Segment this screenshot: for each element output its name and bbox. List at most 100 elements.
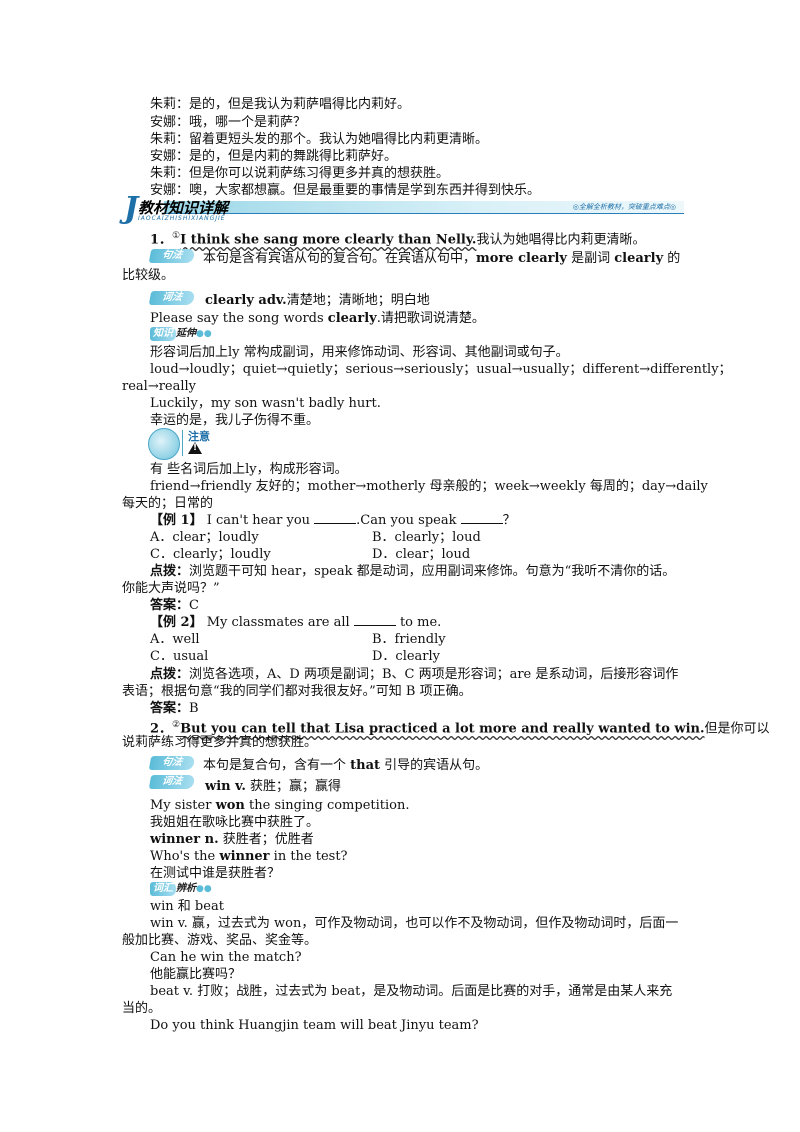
- example2-question: 【例 2】 My classmates are all to me.: [150, 614, 441, 631]
- extend-text: 幸运的是，我儿子伤得不重。: [150, 413, 320, 428]
- warning-icon: !: [188, 442, 202, 454]
- hint-cont: 你能大声说吗？”: [122, 581, 220, 596]
- word-tag-icon: 词法: [148, 291, 196, 305]
- syntax-text: 本句是复合句，含有一个 that 引导的宾语从句。: [203, 757, 488, 774]
- compare-example: Do you think Huangjin team will beat Jin…: [150, 1018, 479, 1033]
- extend-label: 延伸: [176, 328, 196, 339]
- item-mark: ①: [172, 231, 181, 241]
- example-label: 【例 2】: [150, 615, 203, 630]
- dots-icon: ●●: [196, 329, 212, 339]
- syntax-keyword: more clearly: [476, 251, 567, 266]
- syntax-part: 引导的宾语从句。: [380, 758, 489, 773]
- option: B．clearly；loud: [372, 530, 481, 545]
- syntax-tag-icon: 句法: [148, 249, 196, 263]
- word-example: Who's the winner in the test?: [150, 848, 348, 865]
- answer-blank: [460, 512, 503, 524]
- compare-text: beat v. 打败；战胜，过去式为 beat，是及物动词。后面是比赛的对手，通…: [150, 984, 673, 999]
- hint: 点拨：浏览题干可知 hear，speak 都是动词，应用副词来修饰。句意为“我听…: [150, 563, 675, 580]
- answer-value: C: [189, 598, 199, 613]
- item-number: 2．: [150, 721, 173, 737]
- option: A．clear；loudly: [150, 530, 259, 545]
- answer-blank: [353, 614, 396, 626]
- example-part: My sister: [150, 798, 216, 813]
- example1-question: 【例 1】 I can't hear you .Can you speak ？: [150, 512, 516, 529]
- option: A．well: [150, 632, 200, 647]
- syntax-part: 的: [663, 251, 681, 266]
- note-badge: 注意 !: [148, 428, 218, 460]
- header-underline: [164, 213, 684, 214]
- dialogue-line: 安娜：是的，但是内莉的舞跳得比莉萨好。: [150, 149, 398, 164]
- hint-text: 浏览各选项，A、D 两项是副词；B、C 两项是形容词；are 是系动词，后接形容…: [189, 667, 679, 682]
- answer-blank: [314, 512, 357, 524]
- example-keyword: won: [215, 798, 245, 813]
- compare-text: 当的。: [122, 1001, 162, 1016]
- section-letter: J: [124, 191, 139, 226]
- word-entry: winner n. 获胜者；优胜者: [150, 831, 314, 848]
- word-entry: clearly adv.清楚地；清晰地；明白地: [205, 292, 430, 309]
- answer: 答案：C: [150, 597, 199, 614]
- syntax-text-cont: 比较级。: [122, 268, 175, 283]
- example-part: in the test?: [269, 849, 348, 864]
- syntax-tag-icon: 句法: [148, 756, 196, 770]
- word-meaning: 获胜者；优胜者: [218, 832, 314, 847]
- dialogue-line: 朱莉：是的，但是我认为莉萨唱得比内莉好。: [150, 97, 411, 112]
- compare-text: win v. 赢，过去式为 won，可作及物动词，也可以作不及物动词，但作及物动…: [150, 916, 679, 931]
- example-keyword: winner: [219, 849, 270, 864]
- word-head: winner n.: [150, 832, 219, 847]
- question-part: .Can you speak: [356, 513, 461, 528]
- hint: 点拨：浏览各选项，A、D 两项是副词；B、C 两项是形容词；are 是系动词，后…: [150, 666, 678, 683]
- dialogue-line: 朱莉：留着更短头发的那个。我认为她唱得比内莉更清晰。: [150, 132, 489, 147]
- extend-text: loud→loudly；quiet→quietly；serious→seriou…: [150, 362, 732, 377]
- note-text: 有 些名词后加上ly，构成形容词。: [150, 462, 348, 477]
- word-example: Please say the song words clearly.请把歌词说清…: [150, 310, 485, 327]
- item1-heading: 1．①I think she sang more clearly than Ne…: [150, 228, 645, 248]
- example-part: .请把歌词说清楚。: [376, 311, 485, 326]
- question-part: I can't hear you: [202, 513, 315, 528]
- word-meaning: 清楚地；清晰地；明白地: [286, 293, 430, 308]
- word-head: win v.: [205, 779, 246, 794]
- option: C．clearly；loudly: [150, 547, 271, 562]
- compare-example: Can he win the match?: [150, 950, 302, 965]
- example-part: Who's the: [150, 849, 220, 864]
- syntax-text: 本句是含有宾语从句的复合句。在宾语从句中，more clearly 是副词 cl…: [203, 250, 680, 267]
- dots-icon: ●●: [196, 884, 212, 894]
- hint-text: 浏览题干可知 hear，speak 都是动词，应用副词来修饰。句意为“我听不清你…: [189, 564, 676, 579]
- analysis-label: 辨析: [176, 883, 196, 894]
- compare-text: 般加比赛、游戏、奖品、奖金等。: [122, 933, 318, 948]
- answer-value: B: [189, 701, 199, 716]
- note-divider: [182, 430, 183, 456]
- answer: 答案：B: [150, 700, 199, 717]
- compare-example-cn: 他能赢比赛吗？: [150, 967, 242, 982]
- note-label: 注意: [188, 430, 210, 443]
- cartoon-face-icon: [148, 428, 180, 460]
- extend-tag: 知识延伸●●: [150, 326, 212, 341]
- syntax-part: 是副词: [566, 251, 615, 266]
- compare-title: win 和 beat: [150, 899, 224, 914]
- extend-text: real→really: [122, 379, 197, 394]
- word-example-cn: 我姐姐在歌咏比赛中获胜了。: [150, 815, 320, 830]
- word-head: clearly adv.: [205, 293, 287, 308]
- example-label: 【例 1】: [150, 513, 203, 528]
- question-part: ？: [502, 513, 516, 528]
- syntax-keyword: clearly: [614, 251, 664, 266]
- header-bar: [164, 201, 684, 213]
- example-part: the singing competition.: [244, 798, 410, 813]
- section-pinyin: IAOCAIZHISHIXIANGJIE: [138, 215, 226, 222]
- dialogue-line: 安娜：哦，哪一个是莉萨？: [150, 115, 307, 130]
- analysis-icon: 词汇: [150, 882, 176, 896]
- option: D．clearly: [372, 649, 441, 664]
- item-sentence: I think she sang more clearly than Nelly…: [180, 232, 477, 248]
- option: D．clear；loud: [372, 547, 471, 562]
- question-part: to me.: [395, 615, 442, 630]
- item-translation: 我认为她唱得比内莉更清晰。: [476, 232, 646, 248]
- answer-label: 答案：: [150, 598, 190, 613]
- extend-icon: 知识: [150, 327, 176, 341]
- item-number: 1．: [150, 232, 173, 248]
- dialogue-line: 朱莉：但是你可以说莉萨练习得更多并真的想获胜。: [150, 166, 450, 181]
- section-title: 教材知识详解: [138, 199, 229, 217]
- word-example: My sister won the singing competition.: [150, 797, 410, 814]
- hint-cont: 表语；根据句意“我的同学们都对我很友好。”可知 B 项正确。: [122, 684, 472, 699]
- item-translation: 但是你可以: [704, 721, 770, 737]
- example-keyword: clearly: [327, 311, 377, 326]
